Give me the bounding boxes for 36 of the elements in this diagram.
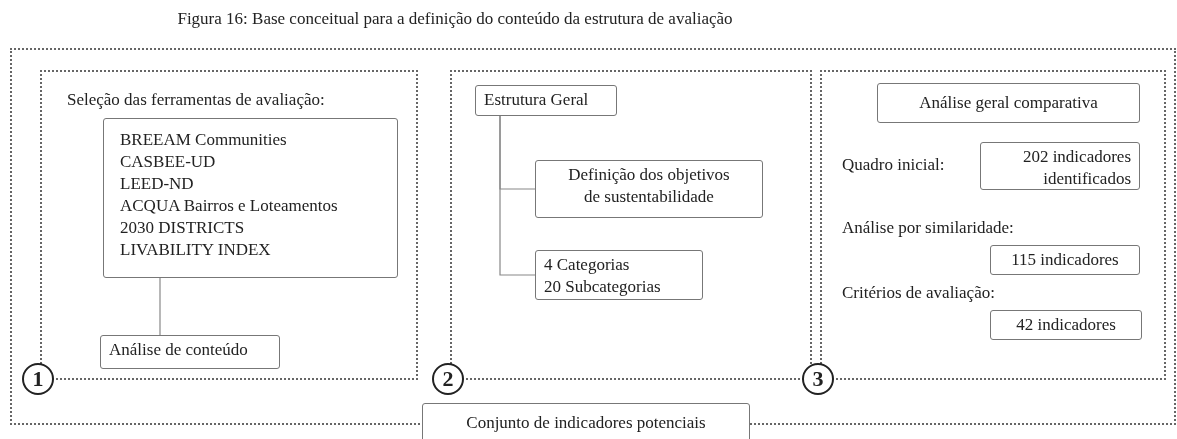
text-box <box>103 118 398 278</box>
text-box <box>100 335 280 369</box>
text-box <box>535 250 703 300</box>
box-text: ACQUA Bairros e Loteamentos <box>120 195 339 217</box>
text-box <box>877 83 1140 123</box>
step-label: Quadro inicial: <box>842 154 945 176</box>
box-text: Estrutura Geral <box>484 89 590 111</box>
box-text: 115 indicadores <box>1010 249 1120 271</box>
box-text: Análise de conteúdo <box>109 339 249 361</box>
panel-heading: Seleção das ferramentas de avaliação: <box>67 90 325 110</box>
step-label: Critérios de avaliação: <box>842 282 995 304</box>
box-text: LEED-ND <box>120 173 195 195</box>
box-text: 202 indicadores identificados <box>1021 146 1131 190</box>
text-box <box>990 245 1140 275</box>
text-box <box>535 160 763 218</box>
connector-line <box>159 277 161 336</box>
text-box <box>980 142 1140 190</box>
box-text: Conjunto de indicadores potenciais <box>465 412 707 434</box>
box-text: Análise geral comparativa <box>918 92 1099 114</box>
text-box <box>422 403 750 439</box>
box-text: Definição dos objetivos de sustentabilidade <box>567 164 731 208</box>
box-text: 4 Categorias <box>544 254 631 276</box>
step-number-circle: 2 <box>432 363 464 395</box>
box-text: 42 indicadores <box>1015 314 1117 336</box>
step-label: Análise por similaridade: <box>842 217 1014 239</box>
step-number-circle: 1 <box>22 363 54 395</box>
box-text: LIVABILITY INDEX <box>120 239 272 261</box>
step-number-circle: 3 <box>802 363 834 395</box>
text-box <box>475 85 617 116</box>
text-box <box>990 310 1142 340</box>
box-text: CASBEE-UD <box>120 151 217 173</box>
box-text: 2030 DISTRICTS <box>120 217 246 239</box>
connector-line <box>499 115 536 276</box>
box-text: 20 Subcategorias <box>544 276 662 298</box>
box-text: BREEAM Communities <box>120 129 288 151</box>
figure-title: Figura 16: Base conceitual para a definição do conteúdo da estrutura de avaliação <box>176 9 734 29</box>
